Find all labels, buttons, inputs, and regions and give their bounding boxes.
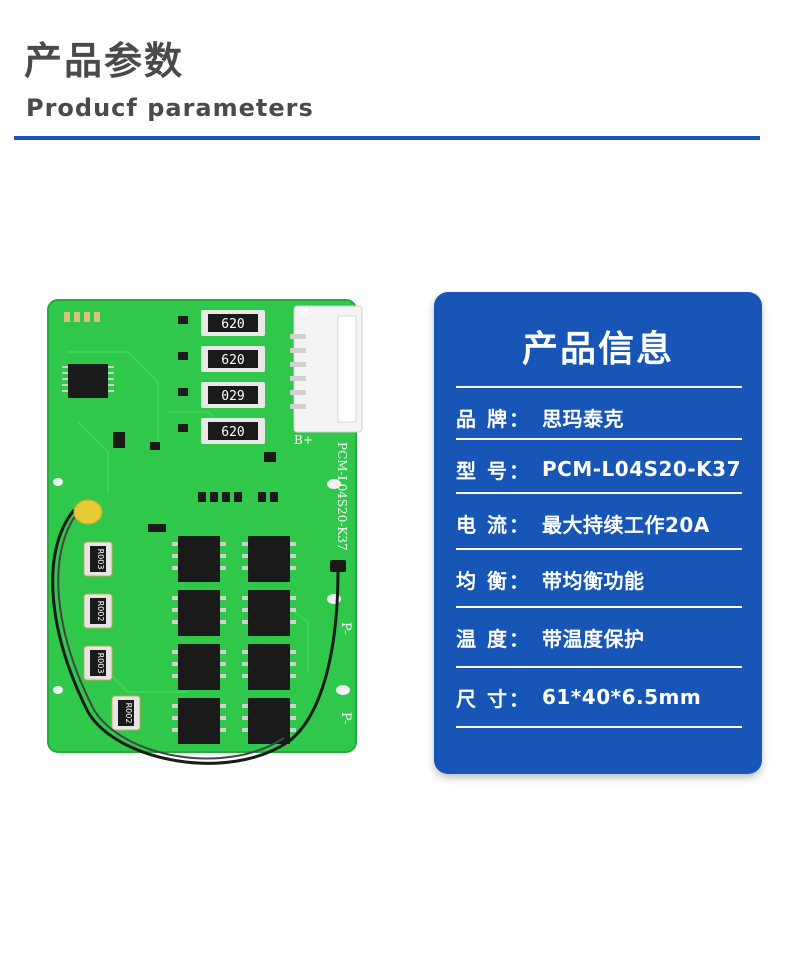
header-divider xyxy=(14,136,760,140)
thermistor-bead xyxy=(73,499,103,525)
pcb-board xyxy=(47,299,357,753)
info-label: 品 牌： xyxy=(456,406,531,431)
b-minus-label: B- xyxy=(300,305,313,319)
info-label: 电 流： xyxy=(456,512,531,537)
mounting-hole xyxy=(53,686,63,694)
resistor-group: 620 620 029 620 xyxy=(201,310,265,444)
ic-chip xyxy=(68,364,108,398)
p-minus-label: P- xyxy=(338,712,353,724)
page-title: 产品参数 xyxy=(24,39,185,83)
info-value: 思玛泰克 xyxy=(542,406,624,431)
info-label: 尺 寸： xyxy=(456,686,531,711)
info-value: 最大持续工作20A xyxy=(542,512,710,537)
side-cap-label: R002 xyxy=(96,601,105,622)
side-cap-label: R003 xyxy=(96,549,105,570)
side-cap-label: R002 xyxy=(124,703,133,724)
product-image: 620 620 029 620 B- B+ PCM-L04S20-K37 xyxy=(38,292,384,792)
wire-connector xyxy=(290,305,363,433)
info-label: 型 号： xyxy=(456,458,531,483)
product-info-card: 产品信息 品 牌： 思玛泰克 型 号： PCM-L04S20-K37 电 流： … xyxy=(434,292,762,774)
info-value: 61*40*6.5mm xyxy=(542,685,702,709)
thermistor-wire xyxy=(51,509,340,765)
page-subtitle: Producf parameters xyxy=(26,94,314,122)
info-row-current: 电 流： 最大持续工作20A xyxy=(456,492,742,552)
thermistor-probe xyxy=(330,560,346,572)
mounting-hole xyxy=(336,685,350,695)
p-minus-label: P- xyxy=(338,622,353,634)
info-row-brand: 品 牌： 思玛泰克 xyxy=(456,386,742,446)
info-label: 温 度： xyxy=(456,626,531,651)
info-value: PCM-L04S20-K37 xyxy=(542,457,741,481)
info-value: 带温度保护 xyxy=(542,626,645,651)
mosfet-grid xyxy=(178,536,290,744)
info-row-size: 尺 寸： 61*40*6.5mm xyxy=(456,666,742,728)
resistor-label: 620 xyxy=(221,353,244,368)
mounting-hole xyxy=(327,479,341,489)
info-value: 带均衡功能 xyxy=(542,568,645,593)
resistor-label: 620 xyxy=(221,425,244,440)
b-plus-label: B+ xyxy=(294,433,313,447)
resistor-label: 029 xyxy=(221,389,244,404)
board-model-print: PCM-L04S20-K37 xyxy=(335,442,349,551)
mounting-hole xyxy=(53,478,63,486)
pcb-board-illustration: 620 620 029 620 B- B+ PCM-L04S20-K37 xyxy=(47,299,363,765)
info-row-balance: 均 衡： 带均衡功能 xyxy=(456,548,742,608)
info-label: 均 衡： xyxy=(456,568,531,593)
info-row-model: 型 号： PCM-L04S20-K37 xyxy=(456,438,742,498)
resistor-label: 620 xyxy=(221,317,244,332)
info-row-temperature: 温 度： 带温度保护 xyxy=(456,606,742,666)
side-cap-label: R003 xyxy=(96,653,105,674)
side-component-group: R003 R002 R003 R002 xyxy=(83,541,141,731)
card-title: 产品信息 xyxy=(521,329,674,370)
